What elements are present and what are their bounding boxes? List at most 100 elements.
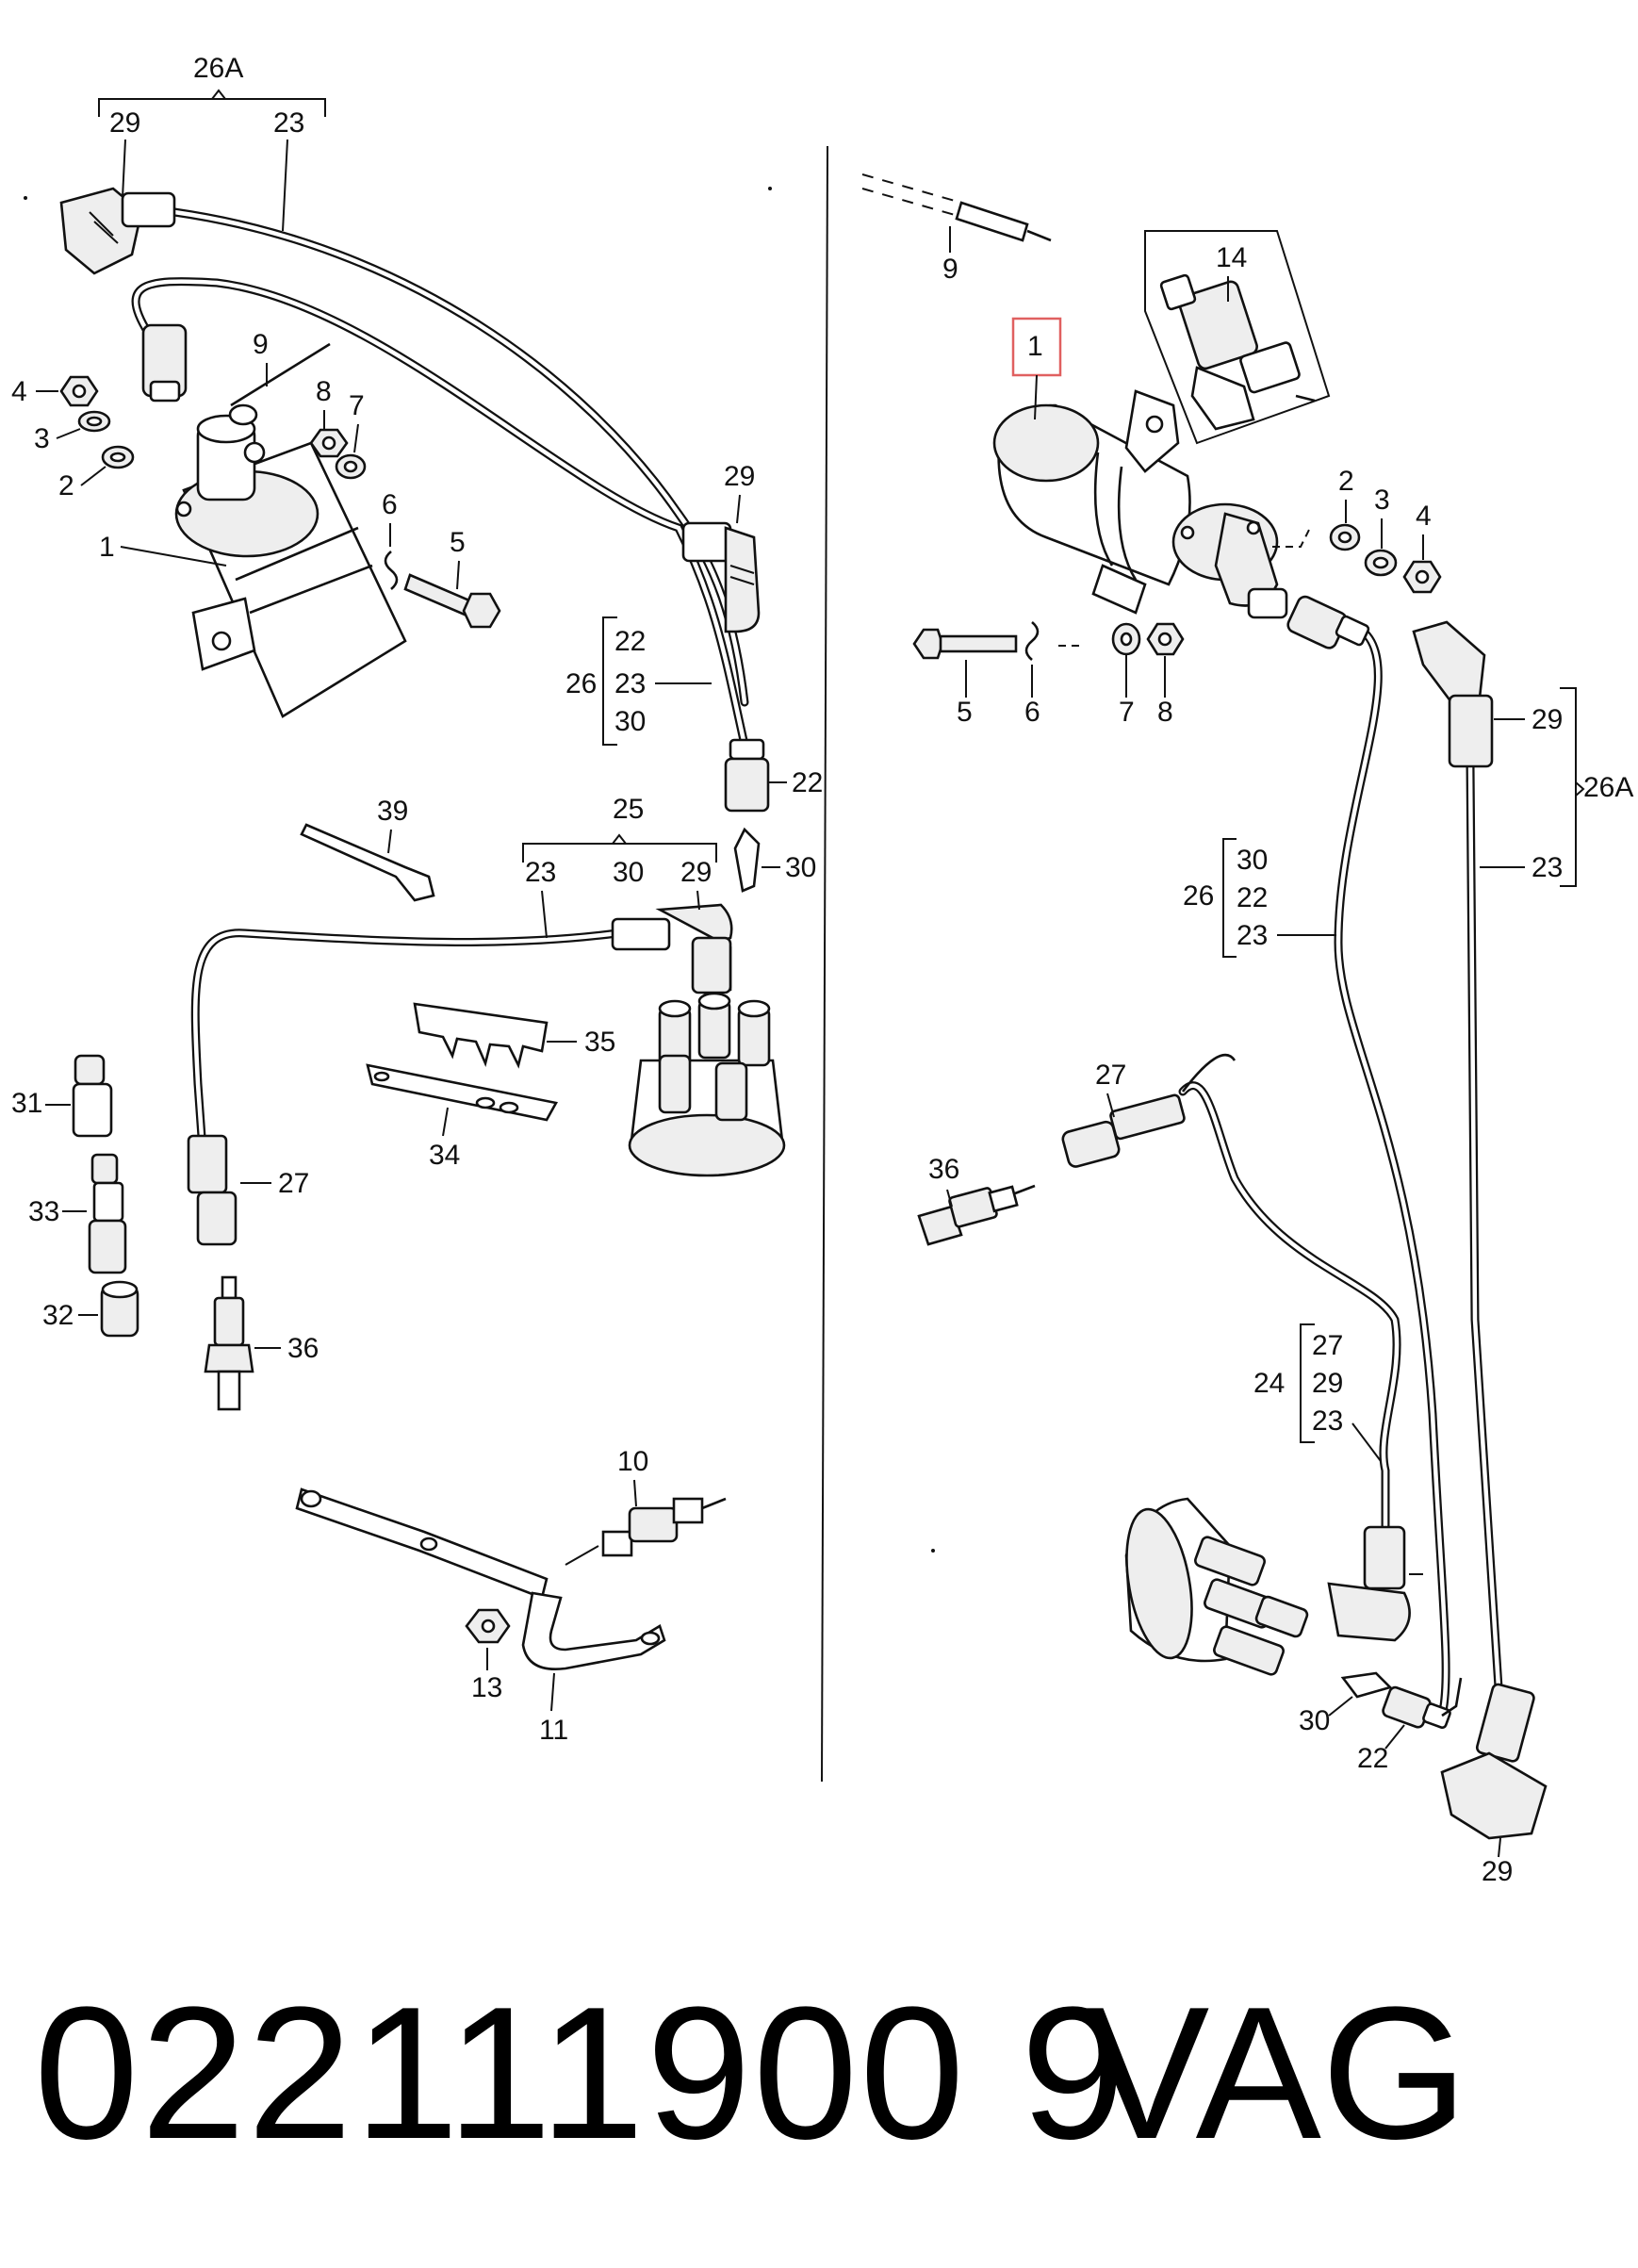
label-3-right: 3 [1374, 485, 1390, 516]
label-1-right: 1 [1027, 331, 1043, 362]
nut-8-right [1146, 622, 1185, 656]
label-23-in-25: 23 [525, 857, 556, 888]
spark-plug-connector-29-dist-right [1327, 1525, 1423, 1642]
label-22-in-26-left: 22 [614, 626, 646, 657]
label-34: 34 [429, 1140, 460, 1171]
label-6-left: 6 [382, 489, 398, 520]
label-27-in-24: 27 [1312, 1330, 1343, 1361]
stray-dot-3 [931, 1549, 935, 1553]
label-1-left: 1 [99, 532, 115, 563]
distributor-cap-left [628, 992, 786, 1177]
spark-plug-connector-29-top-right [1412, 620, 1494, 768]
label-9-right: 9 [942, 254, 958, 285]
label-14: 14 [1216, 242, 1247, 273]
label-26a-right: 26A [1583, 772, 1633, 803]
label-5-right: 5 [957, 697, 973, 728]
bracket-26a-left: 26A 29 23 [98, 53, 326, 232]
label-24-right: 24 [1253, 1368, 1285, 1399]
wire-9-left [228, 342, 331, 426]
label-30-in-25: 30 [613, 857, 644, 888]
label-22-left: 22 [792, 767, 823, 798]
label-29-bottom-right: 29 [1482, 1856, 1513, 1887]
clip-6-left [384, 551, 399, 590]
clip-30-left [733, 827, 761, 893]
cable-tie-39 [300, 823, 435, 902]
label-29-mid-left: 29 [724, 461, 755, 492]
label-10: 10 [617, 1446, 648, 1477]
label-25: 25 [613, 794, 644, 825]
label-7-left: 7 [349, 390, 365, 421]
label-2-left: 2 [58, 470, 74, 501]
stray-dot-2 [24, 196, 27, 200]
label-29-top-left: 29 [109, 107, 140, 139]
bracket-25: 25 23 30 29 [522, 794, 717, 888]
label-23-top-left: 23 [273, 107, 304, 139]
cap-32 [100, 1280, 139, 1338]
label-30-in-26-right: 30 [1237, 845, 1268, 876]
spark-plug-connector-29-top-left [59, 187, 176, 275]
label-23-in-26-left: 23 [614, 668, 646, 699]
plate-34 [366, 1063, 559, 1122]
label-22-in-26-right: 22 [1237, 882, 1268, 913]
label-6-right: 6 [1024, 697, 1040, 728]
washer-7-right [1111, 622, 1141, 656]
coil-lead-boot-left [141, 323, 188, 403]
label-22-right: 22 [1357, 1743, 1388, 1774]
label-29-top-right: 29 [1532, 704, 1563, 735]
wire-9-right [861, 173, 1052, 242]
label-29-in-24: 29 [1312, 1368, 1343, 1399]
clip-6-right [1024, 621, 1040, 661]
bracket-24-right: 24 27 29 23 [1253, 1323, 1382, 1462]
label-11: 11 [539, 1715, 568, 1746]
brand-name: VAG [1084, 1968, 1468, 2178]
ground-strap-11 [295, 1487, 666, 1670]
spark-plug-connector-29-bottom-right [1440, 1683, 1548, 1840]
label-30-right: 30 [1299, 1705, 1330, 1736]
terminal-22-left [724, 738, 770, 813]
cable-26-right [1334, 622, 1450, 1720]
cable-23-right-long [1466, 759, 1503, 1692]
part-number: 022111900 9 [34, 1968, 1128, 2178]
spark-plug-36-left [204, 1275, 254, 1411]
bracket-26a-right: 26A [1560, 687, 1633, 887]
terminal-22-right [1382, 1685, 1451, 1730]
spark-plug-connector-29-mid-left [681, 521, 761, 633]
label-8-right: 8 [1157, 697, 1173, 728]
label-4-right: 4 [1416, 501, 1432, 532]
label-33: 33 [28, 1196, 59, 1227]
valve-14-box [1144, 230, 1331, 445]
washers-2-3-4-right [1329, 523, 1442, 594]
label-23-right: 23 [1532, 852, 1563, 883]
spark-plug-connector-29-set-25 [611, 903, 733, 996]
connector-31 [72, 1054, 113, 1138]
bracket-35 [413, 1002, 549, 1069]
label-5-left: 5 [450, 527, 466, 558]
label-26-left: 26 [565, 668, 597, 699]
bolt-5-right [912, 628, 1018, 660]
label-27-left: 27 [278, 1168, 309, 1199]
nut-washer-stack-left [59, 375, 135, 469]
label-23-in-26-right: 23 [1237, 920, 1268, 951]
plug-boot-27-left [187, 1134, 238, 1246]
connector-33 [88, 1153, 127, 1274]
stray-dot-1 [768, 187, 772, 190]
ignition-coil-left [174, 414, 407, 718]
nut-washer-8-7-left [309, 428, 367, 480]
label-30-left: 30 [785, 852, 816, 883]
label-36-left: 36 [287, 1333, 319, 1364]
label-32: 32 [42, 1300, 74, 1331]
label-35: 35 [584, 1027, 615, 1058]
label-39: 39 [377, 796, 408, 827]
label-3-left: 3 [34, 423, 50, 454]
nut-13 [465, 1608, 511, 1644]
label-26a-left: 26A [193, 53, 243, 84]
distributor-cap-right [1124, 1497, 1309, 1676]
label-26-right: 26 [1183, 880, 1214, 912]
label-29-in-25: 29 [680, 857, 712, 888]
label-7-right: 7 [1119, 697, 1135, 728]
spark-plug-36-right [917, 1184, 1036, 1246]
label-8-left: 8 [316, 376, 332, 407]
ignition-coil-right [992, 389, 1288, 619]
label-23-in-24: 23 [1312, 1405, 1343, 1437]
